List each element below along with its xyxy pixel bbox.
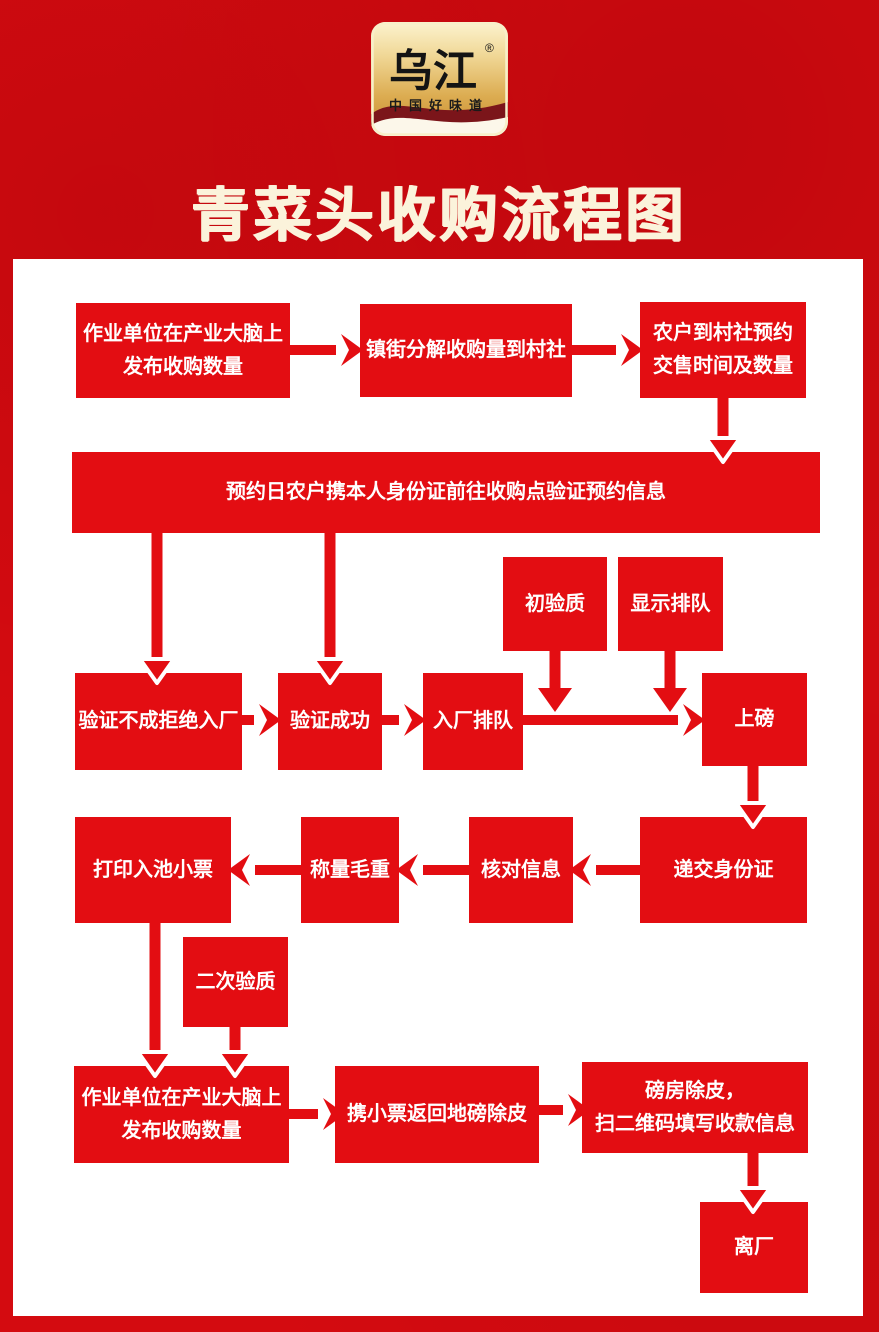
connector-shaft xyxy=(324,533,336,661)
flow-box-publish-quantity-bottom: 作业单位在产业大脑上 发布收购数量 xyxy=(74,1066,289,1163)
connector-shaft xyxy=(572,345,616,355)
connector-shaft xyxy=(523,715,678,725)
connector-submit-to-check xyxy=(569,854,640,886)
connector-print-to-publish xyxy=(136,923,174,1078)
connector-shaft xyxy=(747,1153,759,1190)
brand-logo-plaque: 乌江 ® 中国好味道 xyxy=(371,22,508,136)
connector-shaft xyxy=(255,865,301,875)
connector-queuedisplay-down xyxy=(653,651,687,712)
connector-verify-to-success xyxy=(311,533,349,685)
connector-shaft xyxy=(290,345,336,355)
flow-box-publish-quantity-top: 作业单位在产业大脑上 发布收购数量 xyxy=(76,303,290,398)
flow-box-initial-quality-check: 初验质 xyxy=(503,557,607,651)
flowchart-panel: 作业单位在产业大脑上 发布收购数量镇街分解收购量到村社农户到村社预约 交售时间及… xyxy=(13,259,863,1316)
connector-check-to-gross xyxy=(396,854,469,886)
flow-box-weigh-on: 上磅 xyxy=(702,673,807,766)
flow-box-second-quality-check: 二次验质 xyxy=(183,937,288,1027)
flow-box-town-allocate: 镇街分解收购量到村社 xyxy=(360,304,572,397)
connector-shaft xyxy=(242,715,254,725)
brand-logo: 乌江 ® 中国好味道 xyxy=(371,22,508,136)
connector-shaft xyxy=(149,923,161,1054)
flow-box-check-info: 核对信息 xyxy=(469,817,573,923)
logo-cream-wave xyxy=(371,117,508,136)
connector-arrowhead xyxy=(538,688,572,712)
connector-verify-to-fail xyxy=(138,533,176,685)
connector-shaft xyxy=(289,1109,318,1119)
flow-box-submit-id: 递交身份证 xyxy=(640,817,807,923)
flow-box-enter-queue: 入厂排队 xyxy=(423,673,523,770)
flow-box-verify-fail: 验证不成拒绝入厂 xyxy=(75,673,242,770)
flow-box-verify-success: 验证成功 xyxy=(278,673,382,770)
connector-shaft xyxy=(539,1105,563,1115)
connector-shaft xyxy=(549,651,561,690)
connector-fail-to-success xyxy=(242,704,281,736)
flow-box-tare-scan: 磅房除皮， 扫二维码填写收款信息 xyxy=(582,1062,808,1153)
connector-arrowhead xyxy=(228,854,250,886)
connector-queue-to-weigh xyxy=(523,704,705,736)
connector-shaft xyxy=(596,865,640,875)
flow-box-farmer-reserve: 农户到村社预约 交售时间及数量 xyxy=(640,302,806,398)
connector-shaft xyxy=(151,533,163,661)
connector-town-to-farmer xyxy=(572,334,643,366)
connector-publish-to-town xyxy=(290,334,363,366)
connector-shaft xyxy=(382,715,399,725)
connector-shaft xyxy=(717,398,729,440)
connector-gross-to-print xyxy=(228,854,301,886)
connector-arrowhead xyxy=(653,688,687,712)
flow-box-leave-factory: 离厂 xyxy=(700,1202,808,1293)
flow-box-queue-display: 显示排队 xyxy=(618,557,723,651)
connector-shaft xyxy=(423,865,469,875)
logo-wordmark: 乌江 xyxy=(389,47,477,96)
connector-initialcheck-down xyxy=(538,651,572,712)
connector-shaft xyxy=(229,1027,241,1054)
logo-border xyxy=(371,22,508,136)
registered-trademark-icon: ® xyxy=(485,41,494,55)
connector-shaft xyxy=(747,766,759,805)
flow-box-weigh-gross: 称量毛重 xyxy=(301,817,399,923)
connector-shaft xyxy=(664,651,676,690)
connector-arrowhead xyxy=(396,854,418,886)
page-title: 青菜头收购流程图 xyxy=(191,183,688,248)
flow-box-verify-reservation: 预约日农户携本人身份证前往收购点验证预约信息 xyxy=(72,452,820,533)
flow-box-print-ticket: 打印入池小票 xyxy=(75,817,231,923)
logo-tagline: 中国好味道 xyxy=(389,98,489,113)
flow-box-return-tare: 携小票返回地磅除皮 xyxy=(335,1066,539,1163)
connector-success-to-queue xyxy=(382,704,426,736)
